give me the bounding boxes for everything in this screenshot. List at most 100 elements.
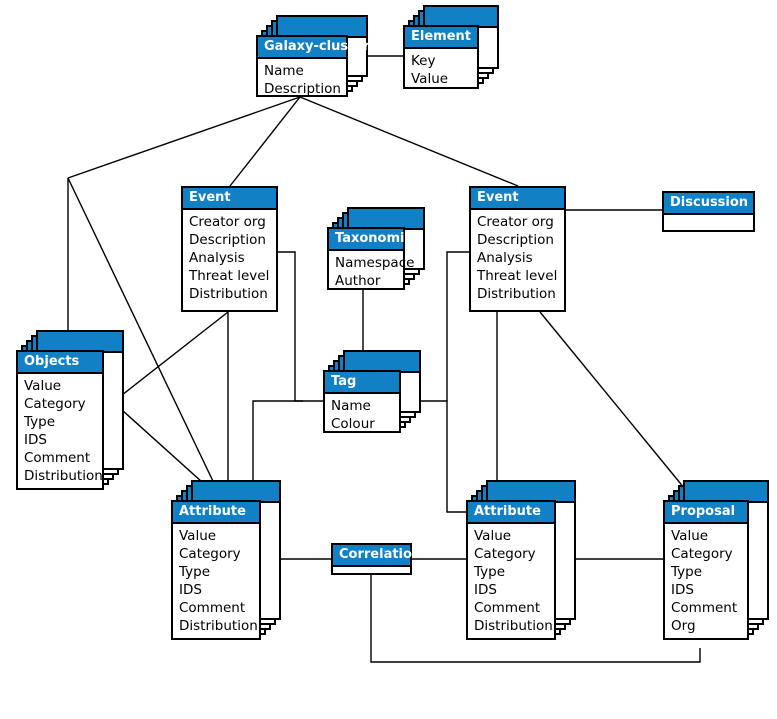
class-field: Type bbox=[671, 564, 703, 580]
edge-event-left-tag bbox=[278, 251, 323, 402]
class-field: IDS bbox=[24, 432, 47, 448]
class-field: Value bbox=[179, 528, 217, 544]
class-field: IDS bbox=[671, 582, 694, 598]
class-field: Distribution bbox=[474, 618, 553, 634]
class-title-element: Element bbox=[405, 27, 477, 49]
class-field: Value bbox=[671, 528, 709, 544]
class-title-taxonomies: Taxonomies bbox=[329, 229, 421, 251]
class-field: Key bbox=[411, 53, 436, 69]
class-title-event-left: Event bbox=[183, 188, 276, 210]
class-title-galaxy-cluster: Galaxy-cluster bbox=[258, 37, 370, 59]
class-field: Org bbox=[671, 618, 696, 634]
class-field: IDS bbox=[474, 582, 497, 598]
class-field: Value bbox=[24, 378, 62, 394]
class-field: IDS bbox=[179, 582, 202, 598]
class-node-correlation[interactable]: Correlation bbox=[331, 543, 421, 575]
class-field: Distribution bbox=[477, 286, 556, 302]
class-field: Creator org bbox=[189, 214, 266, 230]
class-field: Threat level bbox=[477, 268, 558, 284]
class-field: Comment bbox=[671, 600, 738, 616]
class-field: Category bbox=[671, 546, 733, 562]
class-field: Description bbox=[189, 232, 266, 248]
class-title-attribute-right: Attribute bbox=[468, 502, 554, 524]
edge-hub-attribute-left bbox=[67, 177, 223, 501]
class-field: Type bbox=[474, 564, 506, 580]
class-field: Analysis bbox=[477, 250, 533, 266]
class-field: Comment bbox=[474, 600, 541, 616]
edge-event-right-tagline bbox=[446, 251, 469, 401]
edge-galaxy-event-left bbox=[229, 96, 301, 187]
class-title-tag: Tag bbox=[325, 372, 399, 394]
class-field: Name bbox=[331, 398, 371, 414]
edge-tag-attribute-right bbox=[401, 400, 466, 513]
class-field: Comment bbox=[24, 450, 91, 466]
class-field: Description bbox=[264, 81, 341, 97]
class-field: Distribution bbox=[179, 618, 258, 634]
class-field: Colour bbox=[331, 416, 375, 432]
class-field: Distribution bbox=[189, 286, 268, 302]
class-field: Distribution bbox=[24, 468, 103, 484]
class-title-event-right: Event bbox=[471, 188, 564, 210]
class-field: Name bbox=[264, 63, 304, 79]
edge-galaxy-hub bbox=[67, 96, 301, 179]
class-field: Category bbox=[474, 546, 536, 562]
class-field: Analysis bbox=[189, 250, 245, 266]
class-field: Threat level bbox=[189, 268, 270, 284]
class-field: Type bbox=[24, 414, 56, 430]
edge-event-right-proposal bbox=[539, 311, 695, 501]
class-title-objects: Objects bbox=[18, 352, 102, 374]
class-field: Value bbox=[411, 71, 449, 87]
class-title-proposal: Proposal bbox=[665, 502, 747, 524]
class-box-discussion[interactable]: Discussion bbox=[662, 191, 755, 232]
edge-galaxy-event-right bbox=[299, 96, 519, 187]
class-title-correlation: Correlation bbox=[333, 545, 421, 567]
class-field: Description bbox=[477, 232, 554, 248]
class-field: Comment bbox=[179, 600, 246, 616]
class-title-attribute-left: Attribute bbox=[173, 502, 259, 524]
class-field: Category bbox=[24, 396, 86, 412]
class-box-correlation[interactable]: Correlation bbox=[331, 543, 421, 575]
class-field: Type bbox=[179, 564, 211, 580]
class-node-discussion[interactable]: Discussion bbox=[662, 191, 755, 232]
class-field: Author bbox=[335, 273, 381, 289]
edge-correlation-proposal bbox=[370, 575, 701, 663]
class-fields-discussion bbox=[664, 215, 753, 233]
class-field: Namespace bbox=[335, 255, 415, 271]
class-field: Value bbox=[474, 528, 512, 544]
class-fields-correlation bbox=[333, 567, 410, 585]
class-field: Creator org bbox=[477, 214, 554, 230]
class-field: Category bbox=[179, 546, 241, 562]
class-title-discussion: Discussion bbox=[664, 193, 753, 215]
